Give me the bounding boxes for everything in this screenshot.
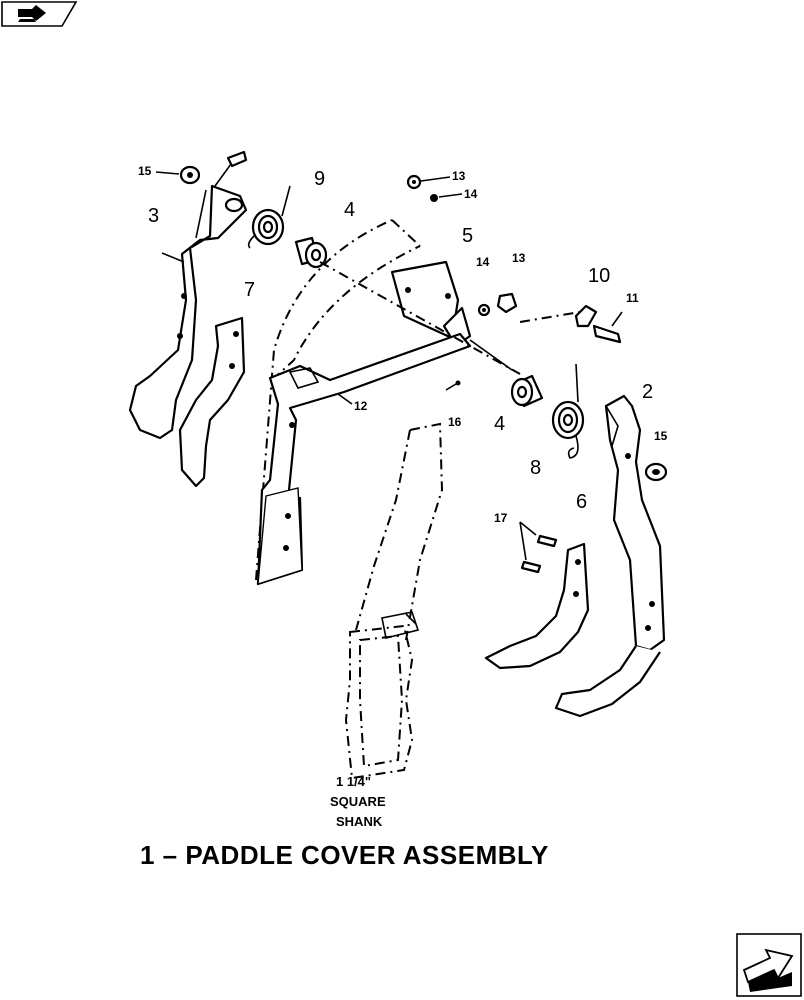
- part-15-washer-right: [644, 462, 668, 482]
- callout-15-left: 15: [138, 164, 152, 178]
- part-14-washer-top: [430, 193, 463, 202]
- part-17-pins: [519, 521, 558, 574]
- part-2-paddle-arm-right: [554, 394, 666, 718]
- callout-6: 6: [576, 491, 587, 513]
- callout-8: 8: [530, 457, 541, 479]
- book-arrow-icon[interactable]: [1, 1, 78, 27]
- part-12-main-arm: [256, 332, 472, 586]
- part-13-nut-mid: [496, 292, 518, 314]
- part-15-washer-left: [155, 165, 201, 185]
- shank-caption-square: SQUARE: [330, 794, 386, 809]
- axle-line: [319, 261, 521, 375]
- callout-2: 2: [642, 381, 653, 403]
- callout-labels: 15 3 9 4 13 14 5 7 14 13 10 11 12 16 4 8…: [138, 164, 668, 525]
- part-7-paddle-cover-left: [178, 316, 246, 488]
- callout-5: 5: [462, 225, 473, 247]
- part-11-bolt: [592, 311, 623, 344]
- part-13-nut-top: [406, 174, 451, 190]
- callout-9: 9: [314, 168, 325, 190]
- curved-shank-phantom: [255, 219, 421, 581]
- callout-11: 11: [626, 291, 639, 305]
- part-pin-clip-left: [214, 150, 248, 187]
- part-10-pin: [519, 304, 598, 328]
- callout-13-top: 13: [452, 169, 466, 183]
- callout-12: 12: [354, 399, 368, 413]
- part-9-spring-left: [247, 185, 291, 249]
- shank-caption: 1 1/4" SQUARE SHANK: [330, 774, 386, 829]
- callout-16: 16: [448, 415, 462, 429]
- callout-7: 7: [244, 279, 255, 301]
- diagram-title: 1 – PADDLE COVER ASSEMBLY: [140, 840, 549, 870]
- callout-4-right: 4: [494, 413, 505, 435]
- part-3-paddle-arm: [128, 184, 248, 440]
- part-8-spring-right: [551, 363, 585, 459]
- part-4-bushing-right: [510, 374, 544, 408]
- callout-13-mid: 13: [512, 251, 526, 265]
- callout-14-mid: 14: [476, 255, 490, 269]
- callout-14-top: 14: [464, 187, 478, 201]
- part-6-paddle-cover-right: [484, 542, 590, 670]
- square-shank-phantom: [344, 422, 444, 780]
- part-14-washer-mid: [477, 303, 491, 317]
- callout-17: 17: [494, 511, 508, 525]
- part-16-pin: [445, 380, 461, 391]
- shank-caption-shank: SHANK: [336, 814, 383, 829]
- part-5-bracket: [390, 260, 472, 348]
- callout-3: 3: [148, 205, 159, 227]
- callout-10: 10: [588, 265, 610, 287]
- callout-15-right: 15: [654, 429, 668, 443]
- next-page-arrow-icon[interactable]: [736, 933, 802, 997]
- shank-caption-size: 1 1/4": [336, 774, 371, 789]
- callout-4-left: 4: [344, 199, 355, 221]
- part-4-bushing-left: [294, 236, 328, 269]
